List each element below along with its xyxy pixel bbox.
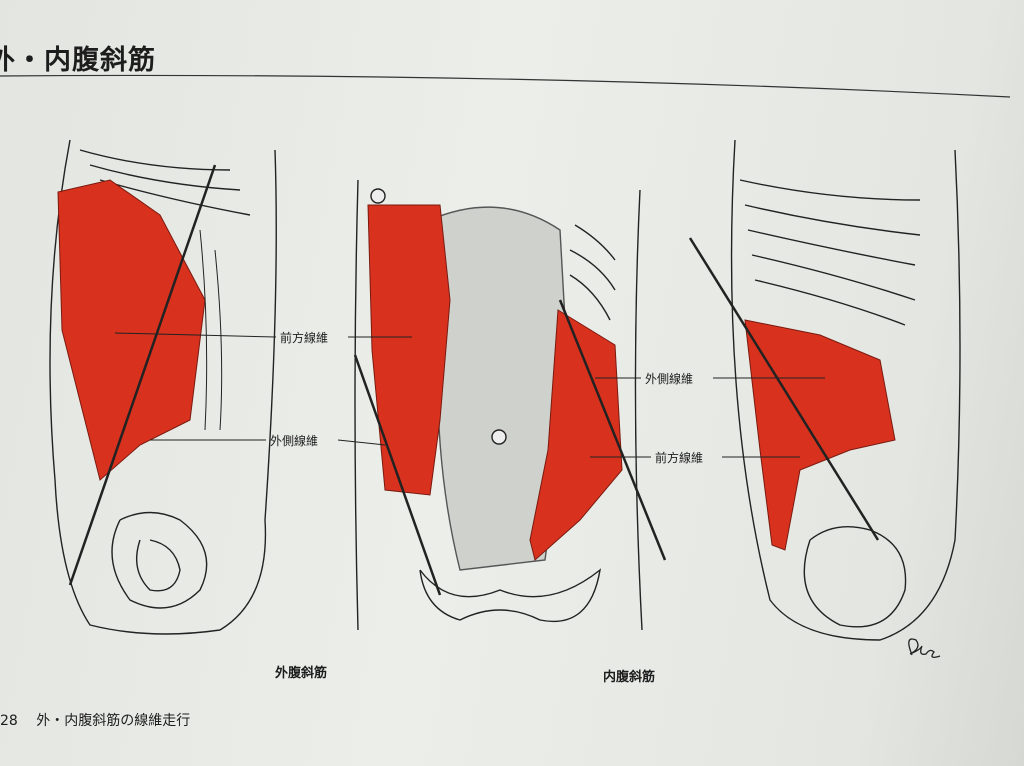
label-anterior-fibers: 前方線維 <box>280 331 329 345</box>
label-lateral-fibers: 外側線維 <box>270 434 319 448</box>
caption-internal-oblique: 内腹斜筋 <box>603 670 656 685</box>
figure-internal-oblique-front <box>353 179 667 631</box>
fiber-direction-line <box>688 237 880 541</box>
label-lateral-fibers: 外側線維 <box>645 372 694 386</box>
muscle-internal-oblique-side <box>744 319 896 551</box>
artist-signature <box>908 638 941 658</box>
figure-caption-text: 外・内腹斜筋の線維走行 <box>36 713 191 729</box>
navel <box>491 429 507 445</box>
figure-internal-oblique-side <box>688 139 961 641</box>
fiber-direction-line <box>68 164 217 586</box>
figure-external-oblique <box>49 139 277 635</box>
leader-lines <box>114 332 825 458</box>
page-title: 外・内腹斜筋 <box>0 45 156 76</box>
figure-caption: 28 外・内腹斜筋の線維走行 <box>0 710 190 730</box>
fiber-direction-line <box>353 354 442 596</box>
muscle-external-oblique-front <box>367 204 451 496</box>
caption-external-oblique: 外腹斜筋 <box>275 666 328 681</box>
label-anterior-fibers: 前方線維 <box>655 451 704 465</box>
muscle-external-oblique <box>57 179 206 481</box>
figure-number: 28 <box>0 713 18 729</box>
fiber-direction-line <box>558 299 667 561</box>
title-rule <box>0 74 1011 98</box>
muscle-internal-oblique-front <box>529 309 623 561</box>
